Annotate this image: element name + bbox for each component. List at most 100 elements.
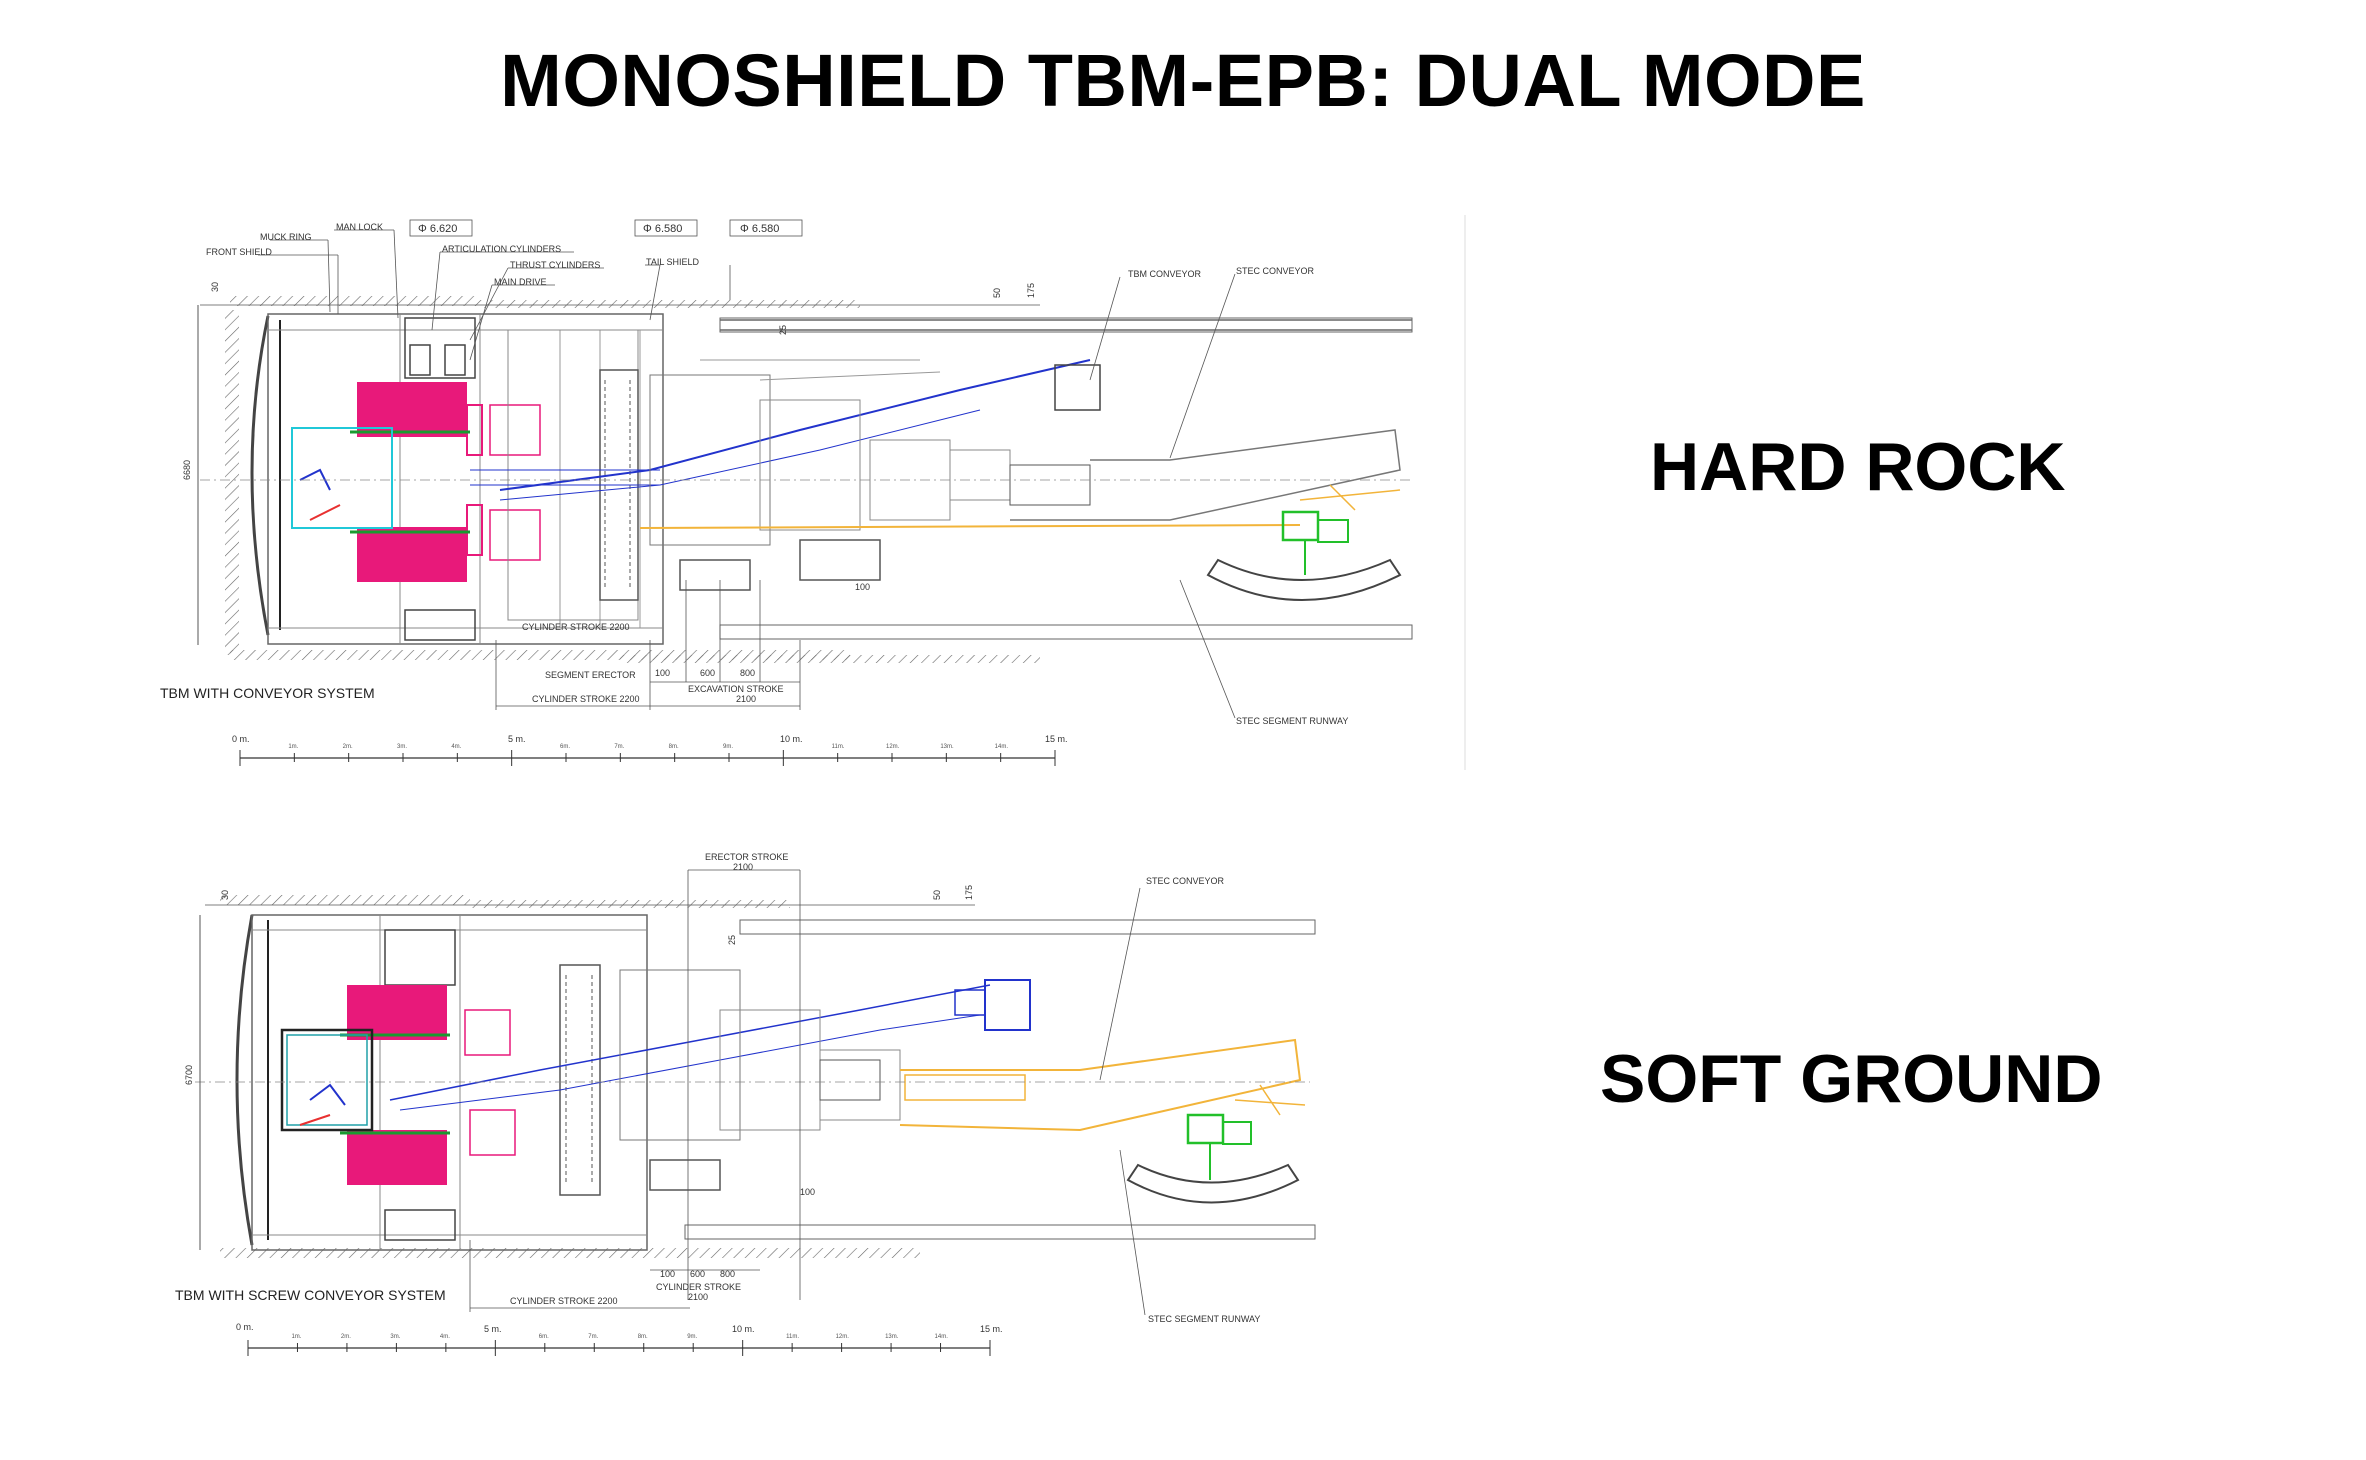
- soft-ground-scale-tick-label: 8m.: [638, 1334, 648, 1340]
- diameter-3: Φ 6.580: [740, 223, 779, 235]
- sg-cylinder-stroke-outer: CYLINDER STROKE 2200: [510, 1296, 618, 1306]
- dim-100-b: 100: [855, 582, 870, 592]
- hard-rock-scale-tick-label: 3m.: [397, 744, 407, 750]
- scale-5: 5 m.: [508, 734, 526, 744]
- callout-stec-runway: STEC SEGMENT RUNWAY: [1236, 716, 1348, 726]
- soft-ground-scale-tick-label: 11m.: [786, 1334, 799, 1340]
- callout-stec-conveyor: STEC CONVEYOR: [1236, 266, 1315, 276]
- hard-rock-scale-tick-label: 9m.: [723, 744, 733, 750]
- dim-600: 600: [700, 668, 715, 678]
- hard-rock-scale-tick-label: 12m.: [886, 744, 900, 750]
- hard-rock-scale-tick-label: 8m.: [669, 744, 679, 750]
- sg-callout-stec-conveyor: STEC CONVEYOR: [1146, 876, 1225, 886]
- soft-ground-scale-tick-label: 3m.: [390, 1334, 400, 1340]
- hard-rock-scale-tick-label: 4m.: [451, 744, 461, 750]
- scale-15: 15 m.: [1045, 734, 1068, 744]
- soft-ground-label: SOFT GROUND: [1600, 1041, 2103, 1117]
- sg-erector-stroke-value: 2100: [733, 862, 753, 872]
- hard-rock-scale-tick-label: 1m.: [288, 744, 298, 750]
- sg-main-drive-lower: [347, 1130, 447, 1185]
- diameter-1: Φ 6.620: [418, 223, 457, 235]
- cylinder-stroke-inner: CYLINDER STROKE 2200: [522, 622, 630, 632]
- soft-ground-scale: 0 m. 5 m. 10 m. 15 m. 1m.2m.3m.4m.6m.7m.…: [236, 1322, 1003, 1356]
- dim-50: 50: [992, 288, 1002, 298]
- page-title: MONOSHIELD TBM-EPB: DUAL MODE: [500, 39, 1866, 122]
- screw-conveyor: [389, 984, 991, 1101]
- soft-ground-scale-tick-label: 2m.: [341, 1334, 351, 1340]
- main-drive-lower: [357, 527, 467, 582]
- sg-ground-hatch-bottom: [220, 1248, 920, 1258]
- sg-main-drive-upper: [347, 985, 447, 1040]
- excavation-stroke: EXCAVATION STROKE: [688, 684, 784, 694]
- dim-800: 800: [740, 668, 755, 678]
- sg-stec-conveyor: [899, 1038, 1302, 1132]
- hard-rock-label: HARD ROCK: [1650, 429, 2066, 505]
- sg-cutterhead-face: [235, 914, 254, 1246]
- conveyor-yellow-line: [639, 524, 1301, 529]
- hard-rock-drawing: 6680 30 50 175 25 Φ 6.620 Φ 6.580 Φ 6.58…: [160, 215, 1466, 770]
- sg-dim-800: 800: [720, 1269, 735, 1279]
- scale-10: 10 m.: [780, 734, 803, 744]
- screw-chamber: [280, 1028, 374, 1132]
- sg-dim-50: 50: [932, 890, 942, 900]
- sg-dim-100-a: 100: [660, 1269, 675, 1279]
- dim-25: 25: [778, 325, 788, 335]
- sg-cylinder-stroke-inner-value: 2100: [688, 1292, 708, 1302]
- dim-175: 175: [1026, 283, 1036, 298]
- sg-scale-5: 5 m.: [484, 1324, 502, 1334]
- sg-segment-handler: [1186, 1113, 1225, 1145]
- cutterhead-face: [250, 315, 270, 636]
- hard-rock-scale: 0 m. 5 m. 10 m. 15 m. 1m. 2m. 3m. 4m. 6m. 7m.…: [232, 734, 1068, 766]
- sg-segment-runway: [684, 1224, 1316, 1240]
- callout-articulation: ARTICULATION CYLINDERS: [442, 244, 561, 254]
- callout-man-lock: MAN LOCK: [336, 222, 383, 232]
- hard-rock-scale-tick-label: 2m.: [343, 744, 353, 750]
- hard-rock-scale-tick-label: 11m.: [832, 744, 845, 750]
- sg-scale-0: 0 m.: [236, 1322, 254, 1332]
- ground-hatch-bottom-2: [620, 655, 1040, 663]
- soft-ground-scale-tick-label: 14m.: [935, 1334, 949, 1340]
- hard-rock-caption: TBM WITH CONVEYOR SYSTEM: [160, 685, 375, 701]
- sg-dim-25: 25: [727, 935, 737, 945]
- callout-front-shield: FRONT SHIELD: [206, 247, 272, 257]
- scale-0: 0 m.: [232, 734, 250, 744]
- diameter-box-2: [634, 219, 698, 237]
- stec-conveyor: [1010, 429, 1401, 521]
- sg-dim-600: 600: [690, 1269, 705, 1279]
- sg-dim-175: 175: [964, 885, 974, 900]
- diameter-2: Φ 6.580: [643, 223, 682, 235]
- hard-rock-scale-tick-label: 6m.: [560, 744, 570, 750]
- hard-rock-scale-tick-label: 7m.: [614, 744, 624, 750]
- hard-rock-scale-tick-label: 14m.: [995, 744, 1009, 750]
- callout-muck-ring: MUCK RING: [260, 232, 312, 242]
- segment-runway: [719, 624, 1413, 640]
- sg-erector-stroke: ERECTOR STROKE: [705, 852, 788, 862]
- hard-rock-scale-tick-label: 13m.: [940, 744, 954, 750]
- ground-hatch-top-2: [480, 300, 860, 308]
- sg-segment-arc: [1126, 1163, 1300, 1204]
- cylinder-stroke-outer: CYLINDER STROKE 2200: [532, 694, 640, 704]
- soft-ground-scale-tick-label: 6m.: [539, 1334, 549, 1340]
- callout-tail-shield: TAIL SHIELD: [646, 257, 700, 267]
- diameter-box-3: [729, 219, 803, 237]
- height-dim: 6680: [182, 460, 192, 480]
- sg-dim-100-b: 100: [800, 1187, 815, 1197]
- dim-100-a: 100: [655, 668, 670, 678]
- ground-hatch-top: [230, 296, 480, 306]
- sg-ground-hatch-top: [220, 895, 470, 905]
- soft-ground-scale-tick-label: 9m.: [687, 1334, 697, 1340]
- soft-ground-scale-tick-label: 13m.: [885, 1334, 899, 1340]
- callout-main-drive: MAIN DRIVE: [494, 277, 547, 287]
- tbm-conveyor-belt: [499, 359, 1091, 491]
- segment-arc: [1206, 558, 1402, 601]
- ground-hatch-bottom: [230, 650, 850, 660]
- sg-gantry-top: [739, 919, 1316, 935]
- sg-height-dim: 6700: [184, 1065, 194, 1085]
- cutterhead-chamber: [291, 427, 393, 529]
- soft-ground-caption: TBM WITH SCREW CONVEYOR SYSTEM: [175, 1287, 446, 1303]
- dim-30: 30: [210, 282, 220, 292]
- sg-scale-15: 15 m.: [980, 1324, 1003, 1334]
- diameter-box-1: [409, 219, 473, 237]
- sg-callout-stec-runway: STEC SEGMENT RUNWAY: [1148, 1314, 1260, 1324]
